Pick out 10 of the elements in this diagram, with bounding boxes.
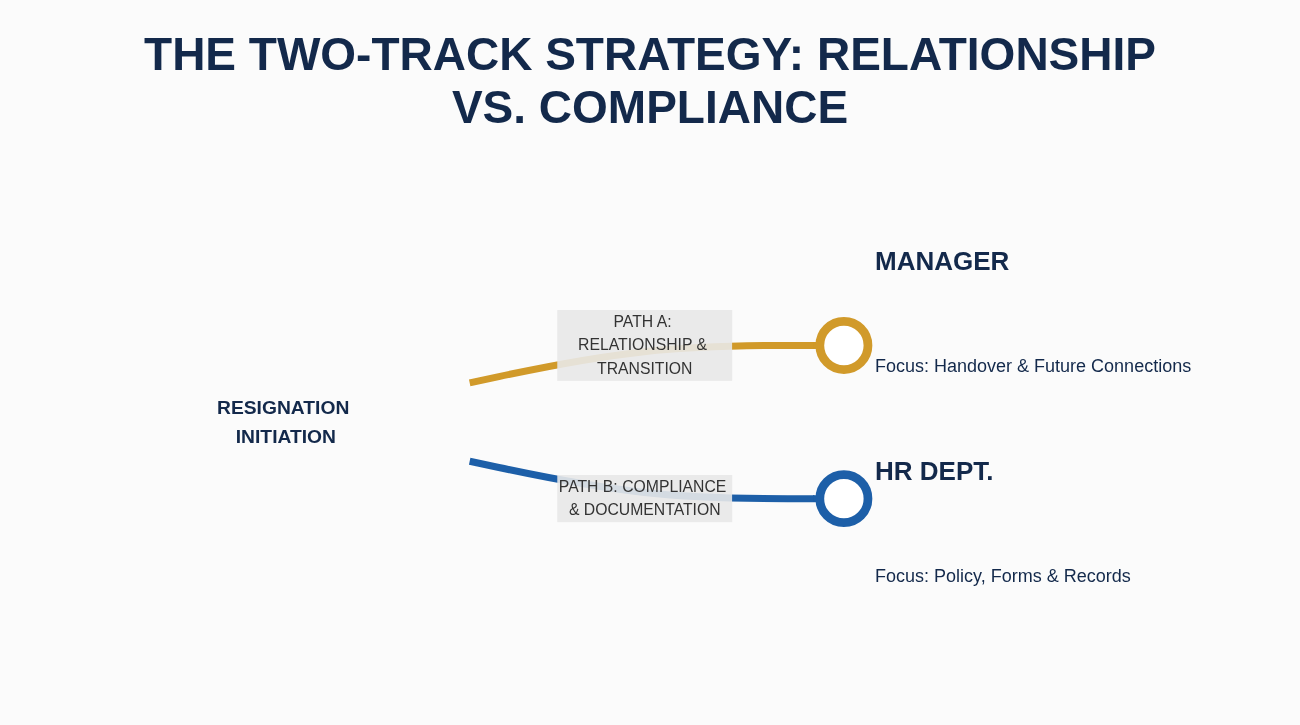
edge-label: PATH A: RELATIONSHIP & TRANSITION	[578, 312, 708, 378]
role-label: HR DEPT.	[875, 455, 995, 487]
focus-note: Focus: Handover & Future Connections	[875, 355, 1193, 377]
focus-note: Focus: Policy, Forms & Records	[875, 565, 1132, 587]
node-text: RESIGNATION INITIATION	[217, 396, 350, 448]
edge-label: PATH B: COMPLIANCE & DOCUMENTATION	[558, 477, 727, 519]
node-circle	[815, 470, 873, 527]
title: THE TWO-TRACK STRATEGY: RELATIONSHIP VS. COMPLIANCE	[143, 28, 1157, 134]
node-circle	[815, 316, 873, 374]
role-label: MANAGER	[875, 245, 1011, 277]
